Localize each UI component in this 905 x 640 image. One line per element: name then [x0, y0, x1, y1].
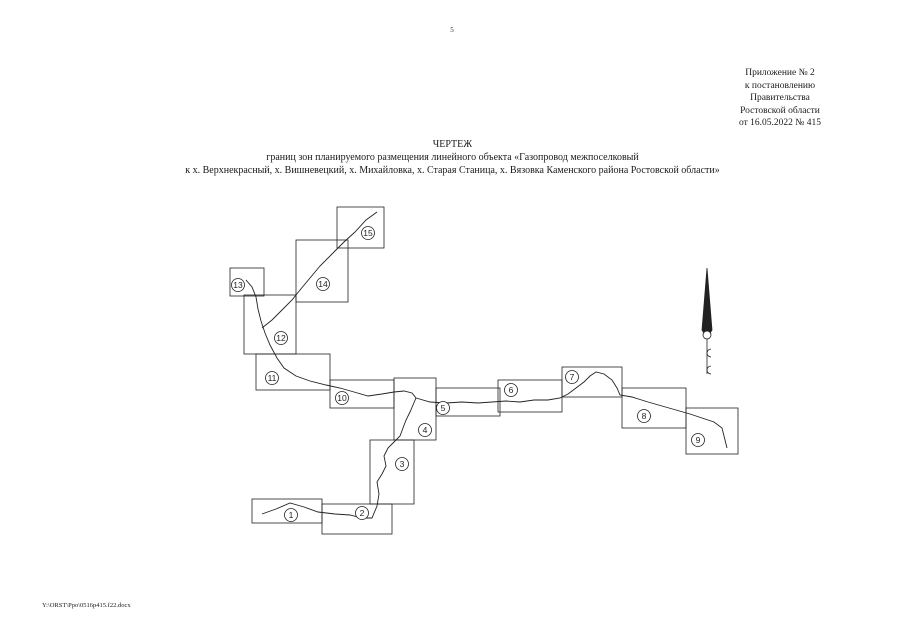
appendix-block: Приложение № 2 к постановлению Правитель…	[700, 67, 860, 130]
sheet-label-15: 15	[363, 228, 373, 238]
appendix-line: Приложение № 2	[745, 68, 815, 78]
title-line: границ зон планируемого размещения линей…	[266, 152, 639, 163]
sheet-marker-12	[274, 331, 288, 345]
sheet-label-2: 2	[360, 508, 365, 518]
sheet-frame-2	[321, 503, 393, 535]
sheet-label-14: 14	[318, 279, 328, 289]
sheet-frame-11	[255, 353, 331, 391]
sheet-frame-10	[329, 379, 395, 409]
appendix-line: к постановлению	[744, 80, 816, 91]
sheet-marker-3	[395, 457, 409, 471]
sheet-marker-9	[691, 433, 705, 447]
sheet-marker-4	[418, 423, 432, 437]
sheet-frame-15	[336, 206, 385, 249]
sheet-marker-13	[231, 278, 245, 292]
sheet-marker-1	[284, 508, 298, 522]
document-title: ЧЕРТЕЖ границ зон планируемого размещени…	[0, 138, 905, 177]
appendix-line: Ростовской области	[740, 105, 820, 116]
sheet-label-6: 6	[509, 385, 514, 395]
sheet-marker-8	[637, 409, 651, 423]
sheet-marker-14	[316, 277, 330, 291]
title-line: к х. Верхнекрасный, х. Вишневецкий, х. М…	[185, 165, 720, 176]
sheet-marker-10	[335, 391, 349, 405]
pipeline-route	[245, 211, 728, 519]
sheet-marker-7	[565, 370, 579, 384]
sheet-frame-9	[685, 407, 739, 455]
sheet-frame-8	[621, 387, 687, 429]
sheet-label-12: 12	[276, 333, 286, 343]
sheet-marker-6	[504, 383, 518, 397]
sheet-label-9: 9	[696, 435, 701, 445]
north-arrow-icon	[701, 267, 713, 375]
sheet-frame-3	[369, 439, 415, 505]
sheet-frame-7	[561, 366, 623, 398]
sheet-marker-11	[265, 371, 279, 385]
appendix-line: от 16.05.2022 № 415	[739, 118, 821, 128]
sheet-marker-15	[361, 226, 375, 240]
sheet-label-3: 3	[400, 459, 405, 469]
sheet-frame-14	[295, 239, 349, 303]
sheet-label-1: 1	[289, 510, 294, 520]
sheet-frame-12	[243, 294, 297, 355]
sheet-marker-2	[355, 506, 369, 520]
title-heading: ЧЕРТЕЖ	[432, 139, 473, 150]
sheet-label-5: 5	[441, 403, 446, 413]
page-number: 5	[450, 26, 454, 34]
sheet-frame-13	[229, 267, 265, 297]
sheet-label-10: 10	[337, 393, 347, 403]
appendix-line: Правительства	[750, 93, 810, 103]
sheet-label-8: 8	[642, 411, 647, 421]
sheet-label-7: 7	[570, 372, 575, 382]
sheet-label-4: 4	[423, 425, 428, 435]
sheet-label-13: 13	[233, 280, 243, 290]
sheet-label-11: 11	[268, 373, 277, 383]
sheet-marker-5	[436, 401, 450, 415]
file-path-footer: Y:\ORST\Ppo\0516p415.f22.docx	[42, 602, 131, 609]
